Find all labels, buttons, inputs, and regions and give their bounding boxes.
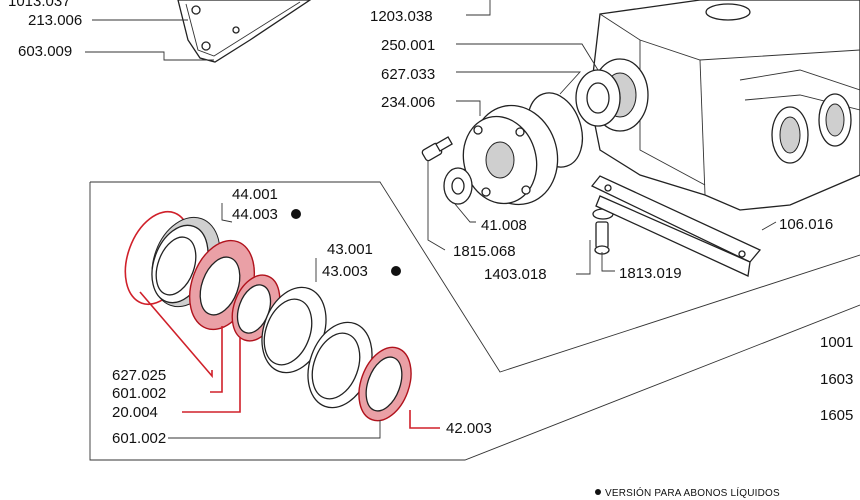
- label-1605: 1605: [820, 407, 853, 424]
- marker-dot-43-003: [391, 266, 401, 276]
- label-1813-019: 1813.019: [619, 265, 682, 282]
- seal-housing: [575, 69, 621, 127]
- screw-1815-068: [421, 136, 453, 162]
- red-leader-lines: [139, 291, 440, 429]
- flange-234-006: [462, 104, 559, 206]
- label-106-016: 106.016: [779, 216, 833, 233]
- label-44-001: 44.001: [232, 186, 278, 203]
- footnote-bullet: [595, 489, 601, 495]
- label-44-003: 44.003: [232, 206, 278, 223]
- footnote-text: VERSIÓN PARA ABONOS LÍQUIDOS: [605, 486, 780, 499]
- label-1203-038: 1203.038: [370, 8, 433, 25]
- label-1403-018: 1403.018: [484, 266, 547, 283]
- label-234-006: 234.006: [381, 94, 435, 111]
- label-213-006: 213.006: [28, 12, 82, 29]
- seal-601-002-b: [307, 321, 373, 409]
- label-42-003: 42.003: [446, 420, 492, 437]
- label-1001: 1001: [820, 334, 853, 351]
- label-1013-037: 1013.037: [8, 0, 71, 10]
- label-43-001: 43.001: [327, 241, 373, 258]
- bolt-1813-019: [592, 208, 614, 255]
- label-43-003: 43.003: [322, 263, 368, 280]
- washer-41-008: [443, 167, 473, 205]
- label-601-002-b: 601.002: [112, 430, 166, 447]
- pump-body: [589, 0, 860, 211]
- label-20-004: 20.004: [112, 404, 158, 421]
- label-627-025: 627.025: [112, 367, 166, 384]
- marker-dot-44-003: [291, 209, 301, 219]
- label-250-001: 250.001: [381, 37, 435, 54]
- label-1815-068: 1815.068: [453, 243, 516, 260]
- oring-42-003: [358, 346, 412, 422]
- leader-lines: [85, 0, 777, 439]
- detail-box: [89, 181, 860, 461]
- bushing-43-001: [261, 286, 327, 374]
- label-627-033: 627.033: [381, 66, 435, 83]
- label-41-008: 41.008: [481, 217, 527, 234]
- base-bar-106-016: [590, 175, 762, 277]
- cover-plate: [177, 0, 312, 63]
- label-601-002-a: 601.002: [112, 385, 166, 402]
- label-1603: 1603: [820, 371, 853, 388]
- label-603-009: 603.009: [18, 43, 72, 60]
